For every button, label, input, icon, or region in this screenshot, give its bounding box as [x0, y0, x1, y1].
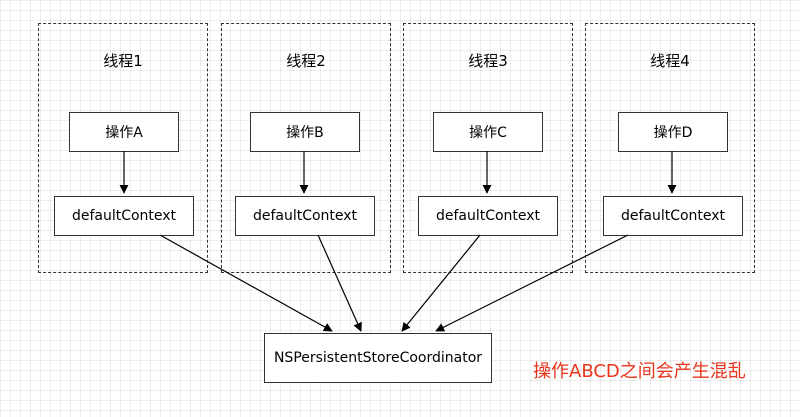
thread-title-2: 线程2 — [286, 52, 326, 70]
thread-box-3: 线程3 操作C defaultContext — [403, 23, 573, 273]
operation-box-3: 操作C — [433, 112, 543, 152]
thread-title-4: 线程4 — [650, 52, 690, 70]
thread-box-2: 线程2 操作B defaultContext — [221, 23, 391, 273]
context-box-3: defaultContext — [418, 196, 558, 236]
context-box-4: defaultContext — [603, 196, 743, 236]
context-box-2: defaultContext — [235, 196, 375, 236]
context-box-1: defaultContext — [54, 196, 194, 236]
thread-title-1: 线程1 — [103, 52, 143, 70]
coordinator-box: NSPersistentStoreCoordinator — [264, 333, 492, 383]
confusion-note: 操作ABCD之间会产生混乱 — [533, 361, 746, 382]
operation-box-4: 操作D — [618, 112, 728, 152]
thread-box-1: 线程1 操作A defaultContext — [38, 23, 208, 273]
operation-box-1: 操作A — [69, 112, 179, 152]
thread-title-3: 线程3 — [468, 52, 508, 70]
thread-box-4: 线程4 操作D defaultContext — [585, 23, 755, 273]
operation-box-2: 操作B — [250, 112, 360, 152]
